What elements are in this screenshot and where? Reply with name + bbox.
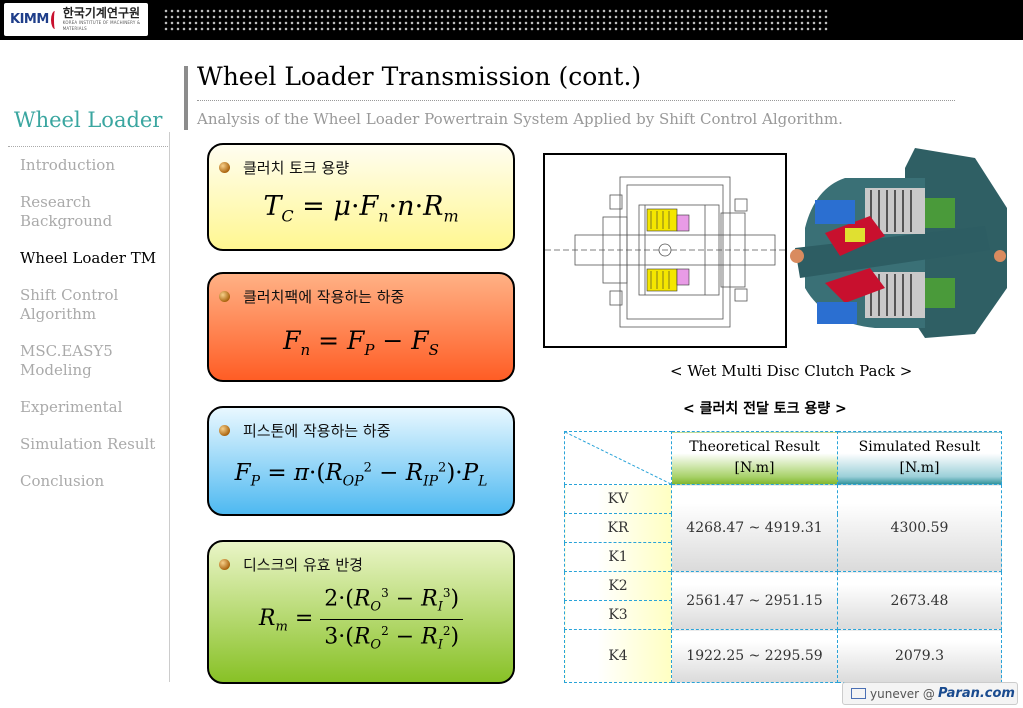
page-title: Wheel Loader Transmission (cont.) — [197, 62, 642, 91]
sidebar-item-experimental[interactable]: Experimental — [20, 398, 123, 416]
table-caption: < 클러치 전달 토크 용량 > — [683, 401, 847, 417]
row-label-kr: KR — [564, 513, 672, 543]
mail-icon — [851, 688, 866, 699]
table-row: K4 1922.25 ~ 2295.59 2079.3 — [564, 629, 1002, 683]
diagonal-divider — [565, 432, 671, 484]
kimm-logo: KIMM 한국기계연구원 KOREA INSTITUTE OF MACHINER… — [4, 3, 148, 36]
formula-label: 디스크의 유효 반경 — [243, 556, 363, 574]
formula-box-torque-capacity: 클러치 토크 용량 TC = μ·Fn·n·Rm — [207, 143, 515, 251]
logo-english-name: KOREA INSTITUTE OF MACHINERY & MATERIALS — [62, 20, 141, 31]
logo-korean-name: 한국기계연구원 — [62, 6, 141, 20]
sidebar-item-research-background[interactable]: Research Background — [20, 193, 113, 230]
formula-label: 피스톤에 작용하는 하중 — [243, 422, 391, 440]
formula-box-clutch-pack-load: 클러치팩에 작용하는 하중 Fn = FP − FS — [207, 272, 515, 382]
sidebar-divider — [8, 146, 168, 147]
logo-mark: KIMM — [10, 12, 49, 27]
sidebar-item-msc-easy5-modeling[interactable]: MSC.EASY5 Modeling — [20, 342, 113, 379]
theoretical-value: 1922.25 ~ 2295.59 — [671, 629, 838, 683]
sidebar-item-conclusion[interactable]: Conclusion — [20, 472, 105, 490]
title-accent-bar — [184, 66, 188, 130]
sidebar-border — [169, 132, 170, 682]
row-label-k3: K3 — [564, 600, 672, 630]
bullet-icon — [219, 162, 230, 173]
formula-label: 클러치팩에 작용하는 하중 — [243, 288, 405, 306]
row-label-k4: K4 — [564, 629, 672, 683]
sidebar-item-introduction[interactable]: Introduction — [20, 156, 115, 174]
footer-watermark: yunever @ Paran.com — [842, 682, 1018, 705]
simulated-value: 2079.3 — [837, 629, 1002, 683]
bullet-icon — [219, 559, 230, 570]
table-row: KV 4268.47 ~ 4919.31 4300.59 — [564, 484, 1002, 572]
sidebar-item-shift-control-algorithm[interactable]: Shift Control Algorithm — [20, 286, 119, 323]
dotted-banner-pattern — [163, 8, 830, 32]
formula-box-piston-load: 피스톤에 작용하는 하중 FP = π·(ROP2 − RIP2)·PL — [207, 406, 515, 516]
table-row: K1 — [564, 542, 1002, 572]
bullet-icon — [219, 291, 230, 302]
sidebar-item-simulation-result[interactable]: Simulation Result — [20, 435, 156, 453]
table-header-simulated: Simulated Result[N.m] — [837, 431, 1002, 485]
theoretical-value: 2561.47 ~ 2951.15 — [671, 571, 838, 630]
top-banner: KIMM 한국기계연구원 KOREA INSTITUTE OF MACHINER… — [0, 0, 1023, 40]
figure-caption: < Wet Multi Disc Clutch Pack > — [670, 362, 913, 380]
row-label-k1: K1 — [564, 542, 672, 572]
simulated-value: 4300.59 — [837, 484, 1002, 572]
formula-clutch-pack-load: Fn = FP − FS — [283, 326, 439, 359]
bullet-icon — [219, 425, 230, 436]
table-row: KR — [564, 513, 1002, 543]
clutch-3d-cutaway-image — [785, 138, 1015, 344]
logo-swoosh-icon — [50, 10, 59, 29]
formula-piston-load: FP = π·(ROP2 − RIP2)·PL — [234, 460, 488, 490]
footer-brand: Paran.com — [937, 686, 1015, 701]
title-divider — [197, 100, 955, 101]
simulated-value: 2673.48 — [837, 571, 1002, 630]
formula-torque-capacity: TC = μ·Fn·n·Rm — [263, 191, 459, 226]
page-subtitle: Analysis of the Wheel Loader Powertrain … — [197, 110, 843, 128]
table-row: K3 — [564, 600, 1002, 630]
table-corner-cell — [564, 431, 672, 485]
row-label-k2: K2 — [564, 571, 672, 601]
formula-label: 클러치 토크 용량 — [243, 159, 350, 177]
table-header-theoretical: Theoretical Result[N.m] — [671, 431, 838, 485]
sidebar-nav: Introduction Research Background Wheel L… — [20, 156, 170, 509]
sidebar-title: Wheel Loader — [14, 108, 163, 132]
torque-capacity-table: Theoretical Result[N.m] Simulated Result… — [564, 431, 1002, 683]
table-row: K2 2561.47 ~ 2951.15 2673.48 — [564, 571, 1002, 630]
clutch-section-drawing — [543, 153, 787, 348]
formula-box-effective-radius: 디스크의 유효 반경 Rm = 2·(RO3 − RI3) 3·(RO2 − R… — [207, 540, 515, 684]
table-header-row: Theoretical Result[N.m] Simulated Result… — [564, 431, 1002, 485]
sidebar-item-wheel-loader-tm[interactable]: Wheel Loader TM — [20, 249, 157, 267]
row-label-kv: KV — [564, 484, 672, 514]
footer-user: yunever @ — [870, 686, 935, 701]
theoretical-value: 4268.47 ~ 4919.31 — [671, 484, 838, 572]
formula-effective-radius: Rm = 2·(RO3 − RI3) 3·(RO2 − RI2) — [209, 586, 513, 652]
